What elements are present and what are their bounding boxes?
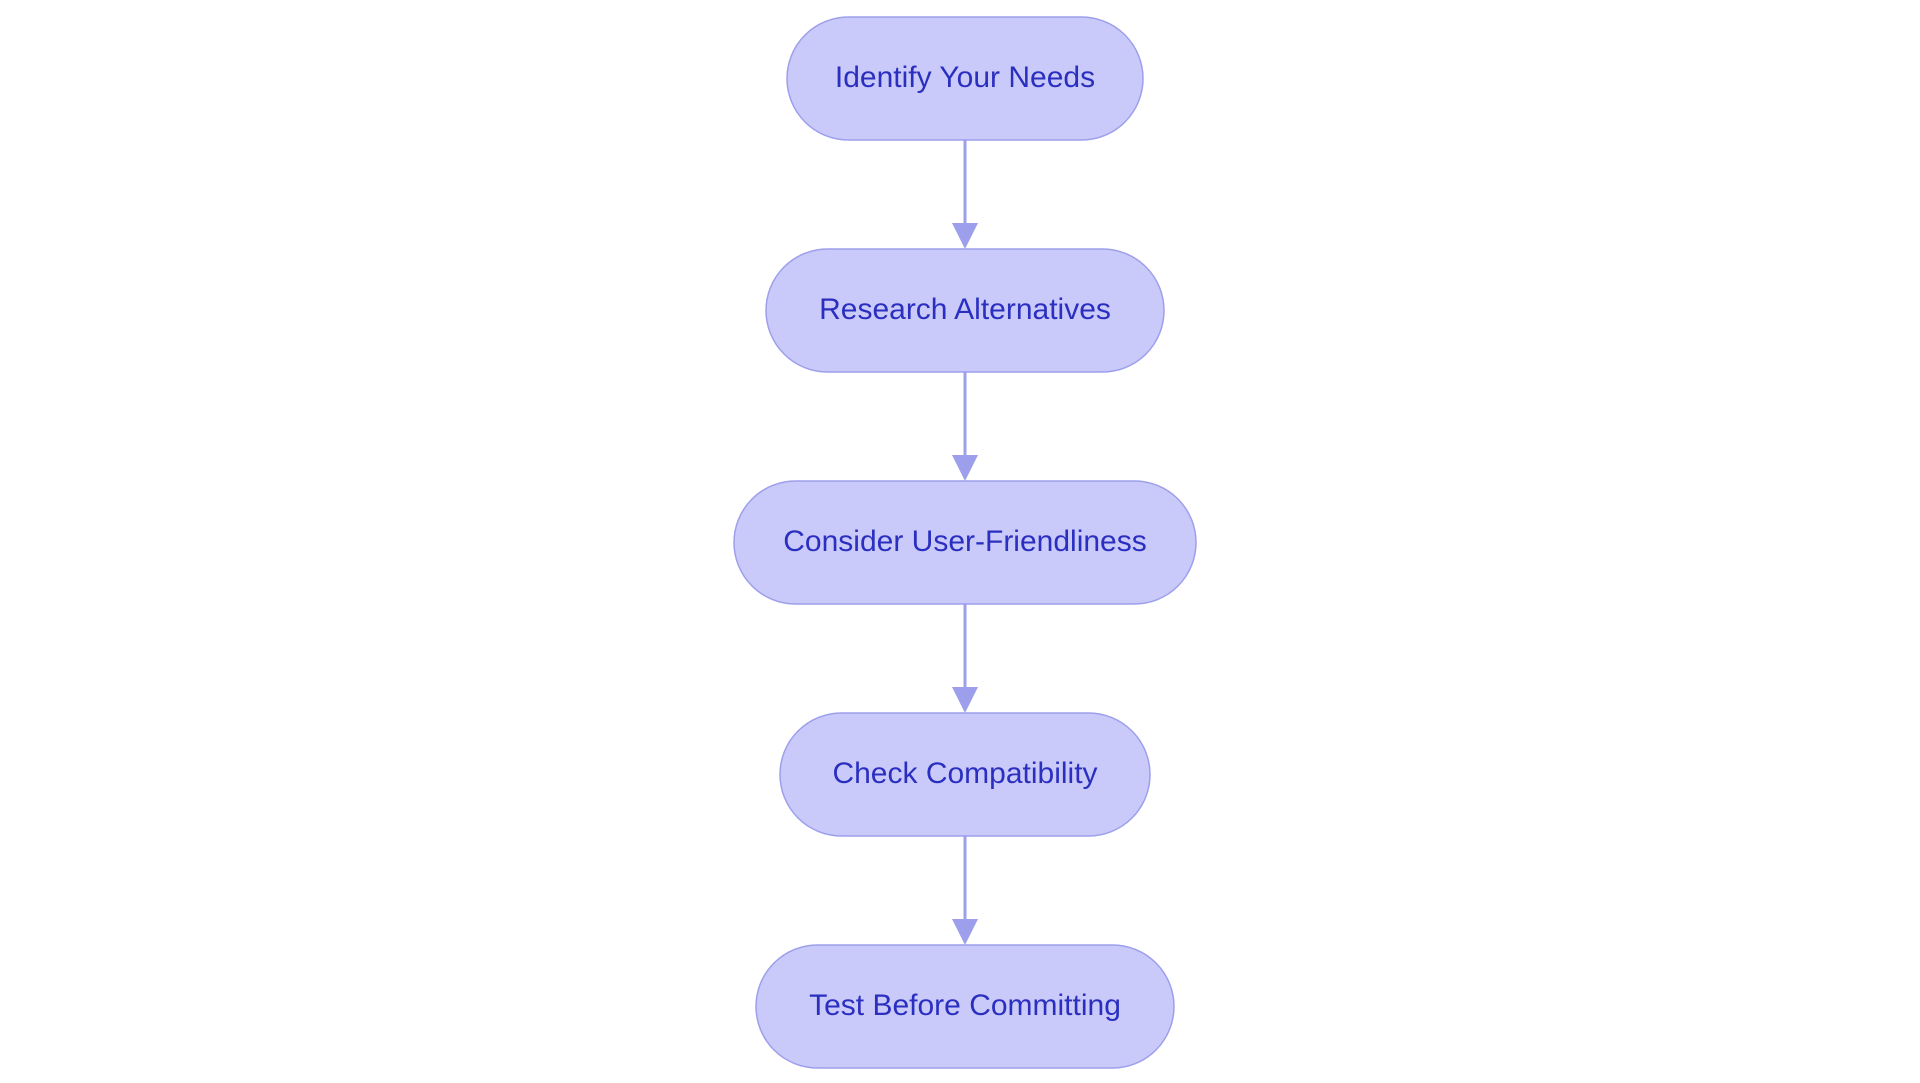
arrowhead-icon bbox=[952, 455, 978, 481]
node-label: Research Alternatives bbox=[819, 293, 1111, 326]
arrowhead-icon bbox=[952, 687, 978, 713]
node-check-compatibility: Check Compatibility bbox=[779, 712, 1151, 837]
node-research-alternatives: Research Alternatives bbox=[765, 248, 1165, 373]
node-label: Consider User-Friendliness bbox=[783, 525, 1146, 558]
arrowhead-icon bbox=[952, 919, 978, 945]
edge-n1-n2 bbox=[952, 140, 978, 249]
edge-n2-n3 bbox=[952, 372, 978, 481]
node-shape bbox=[779, 712, 1151, 837]
node-consider-user-friendliness: Consider User-Friendliness bbox=[733, 480, 1197, 605]
edge-n4-n5 bbox=[952, 836, 978, 945]
arrowhead-icon bbox=[952, 223, 978, 249]
node-shape bbox=[755, 944, 1175, 1069]
node-label: Test Before Committing bbox=[809, 989, 1121, 1022]
node-shape bbox=[733, 480, 1197, 605]
node-shape bbox=[786, 16, 1144, 141]
node-label: Check Compatibility bbox=[832, 757, 1097, 790]
edge-n3-n4 bbox=[952, 604, 978, 713]
node-label: Identify Your Needs bbox=[835, 61, 1095, 94]
node-test-before-committing: Test Before Committing bbox=[755, 944, 1175, 1069]
node-identify-your-needs: Identify Your Needs bbox=[786, 16, 1144, 141]
node-shape bbox=[765, 248, 1165, 373]
